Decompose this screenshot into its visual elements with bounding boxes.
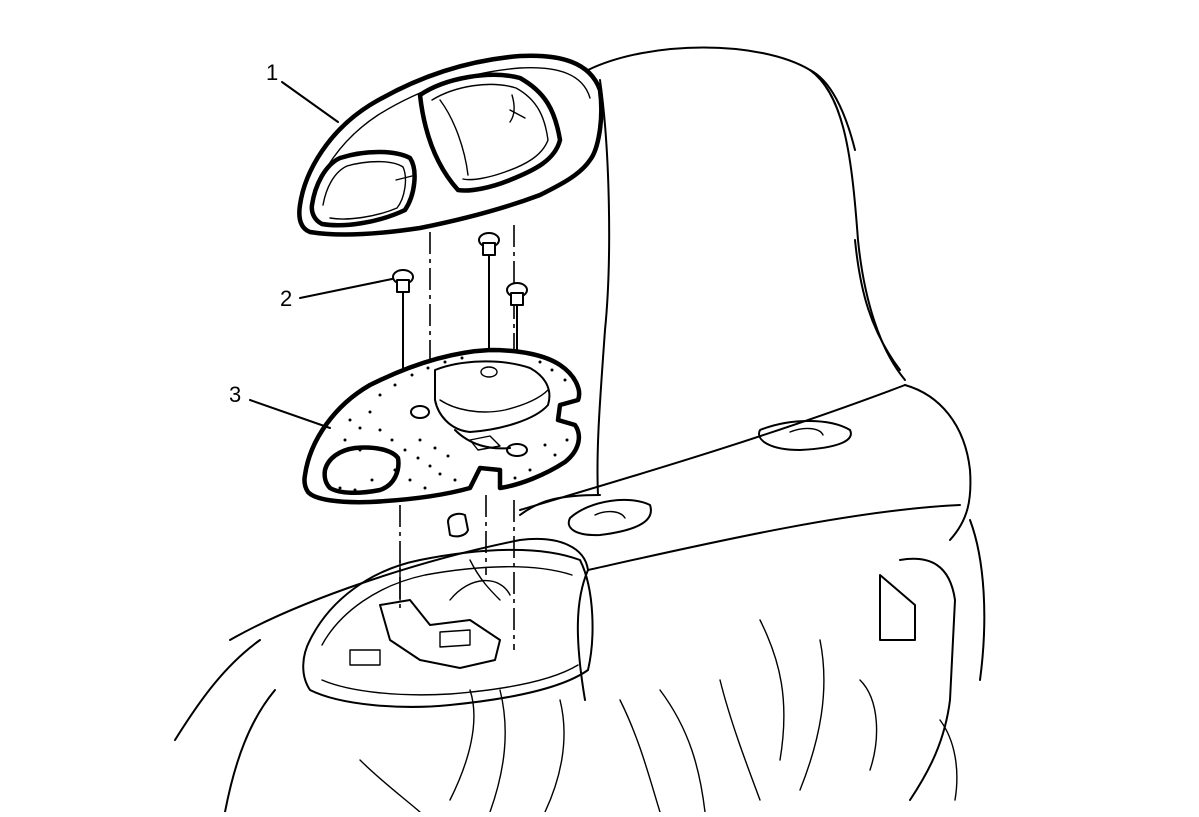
mounting-cavity [302, 548, 761, 813]
callout-3-label: 3 [229, 382, 242, 407]
callout-1-label: 1 [266, 60, 279, 85]
alignment-lines [399, 225, 515, 650]
leader-lines [249, 81, 393, 429]
callout-2-label: 2 [280, 286, 293, 311]
fastener-center [478, 232, 500, 361]
fastener-left [392, 269, 414, 411]
console-bezel-part-1 [297, 53, 604, 237]
seat-cushion [174, 384, 986, 813]
mounting-panel-part-3 [302, 347, 582, 538]
